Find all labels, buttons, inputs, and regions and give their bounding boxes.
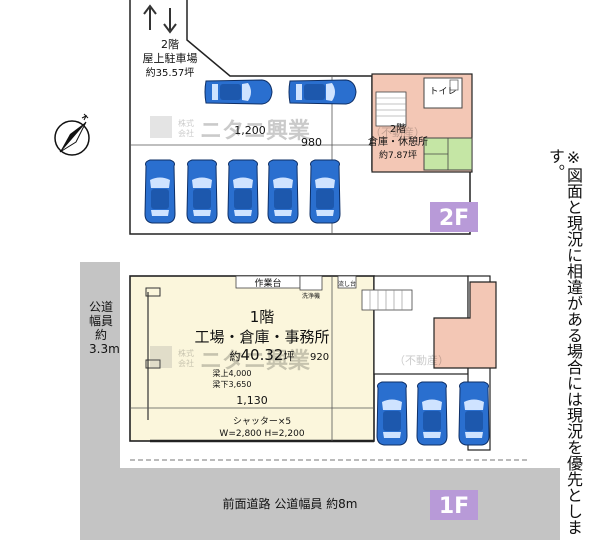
badge-2f-text: 2F xyxy=(439,206,469,231)
room-label-name: 倉庫・休憩所 xyxy=(368,135,428,148)
car-icon xyxy=(376,381,408,446)
room-area: 約7.87坪 xyxy=(379,149,417,161)
badge-1f xyxy=(430,490,478,520)
svg-text:株式: 株式 xyxy=(178,348,194,358)
parking-area: 約35.57坪 xyxy=(146,66,195,79)
floor1-depth-dimension: 920 xyxy=(310,352,329,363)
shutter-size: W=2,800 H=2,200 xyxy=(219,429,304,439)
beam-top: 梁上4,000 xyxy=(213,369,252,378)
car-icon xyxy=(288,79,357,105)
floor1-pink-room xyxy=(433,281,497,369)
floor2-width-dimension: 1,200 xyxy=(234,124,266,137)
car-icon xyxy=(204,79,273,105)
beam-bottom: 梁下3,650 xyxy=(213,380,252,389)
svg-text:ニタニ興業: ニタニ興業 xyxy=(200,119,311,144)
floor2-depth-dimension: 980 xyxy=(301,136,322,149)
parking-label-name: 屋上駐車場 xyxy=(143,51,198,65)
compass-icon xyxy=(54,113,90,156)
floor1-title-floor: 1階 xyxy=(250,308,275,326)
shutter-label: シャッター×5 xyxy=(233,416,291,427)
svg-text:株式: 株式 xyxy=(178,118,194,128)
room-label-floor: 2階 xyxy=(390,123,406,135)
car-icon xyxy=(267,159,299,224)
badge-2f xyxy=(430,202,478,232)
side-road-label: 公道幅員約3.3m xyxy=(89,300,120,356)
front-road xyxy=(80,468,560,540)
svg-text:会社: 会社 xyxy=(178,128,194,138)
washer xyxy=(299,275,323,291)
washer-label: 洗浄機 xyxy=(302,292,320,300)
floor1-width-dimension: 1,130 xyxy=(236,394,268,407)
sink xyxy=(337,275,357,289)
svg-text:（不動産）: （不動産） xyxy=(394,353,449,367)
traffic-arrows xyxy=(143,4,177,34)
car-icon xyxy=(227,159,259,224)
toilet-label: トイレ xyxy=(429,87,456,97)
floor1-plan: 作業台 洗浄機 流し台 1階 工場・倉庫・事務所 約40.32坪 梁上4,000… xyxy=(80,262,560,540)
badge-1f-text: 1F xyxy=(439,494,469,519)
watermark-2f: 株式 会社 ニタニ興業 （不動産） xyxy=(150,116,425,144)
car-icon xyxy=(416,381,448,446)
car-icon xyxy=(309,159,341,224)
floor1-area: 約40.32坪 xyxy=(230,346,295,364)
car-icon xyxy=(144,159,176,224)
parking-label-floor: 2階 xyxy=(161,37,179,51)
watermark-1f: 株式 会社 ニタニ興業 （不動産） xyxy=(150,346,449,374)
car-icon xyxy=(458,381,490,446)
svg-text:会社: 会社 xyxy=(178,358,194,368)
disclaimer-note: ※図面と現況に相違がある場合には現況を優先とします。 xyxy=(546,148,583,535)
factory-area xyxy=(129,275,375,442)
svg-text:（不動産）: （不動産） xyxy=(370,125,425,139)
floor2-plan: 2階 屋上駐車場 約35.57坪 1,200 980 2階 倉庫・休憩所 約7.… xyxy=(129,0,478,235)
stairs-2f xyxy=(375,91,407,127)
car-icon xyxy=(186,159,218,224)
workbench-label: 作業台 xyxy=(254,277,281,289)
stairs-1f xyxy=(361,289,413,311)
svg-text:ニタニ興業: ニタニ興業 xyxy=(200,349,311,374)
front-road-label: 前面道路 公道幅員 約8m xyxy=(223,496,358,511)
sink-label: 流し台 xyxy=(338,280,356,288)
floor1-title-use: 工場・倉庫・事務所 xyxy=(194,328,329,346)
